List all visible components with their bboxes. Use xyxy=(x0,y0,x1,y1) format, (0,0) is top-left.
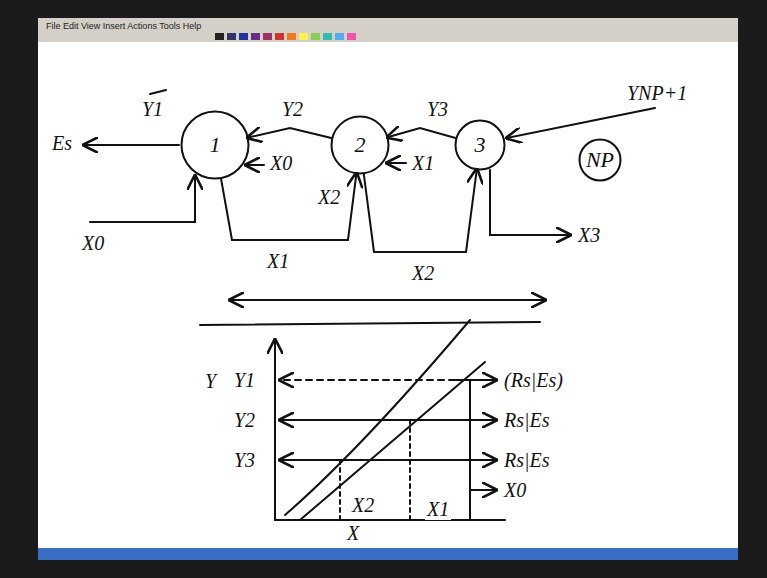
stream-label: Y2 xyxy=(280,98,305,120)
toolbar-swatches xyxy=(215,33,356,40)
flow-lines xyxy=(84,90,655,325)
stage-number: 1 xyxy=(210,133,221,157)
stream-line xyxy=(221,173,357,240)
variable-label: Rs|Es xyxy=(502,449,552,471)
variable-label: YNP+1 xyxy=(625,82,689,104)
stream-label: X2 xyxy=(410,262,436,284)
stage-circle: 2 xyxy=(330,115,390,175)
variable-label: Y2 xyxy=(232,409,257,431)
stage-number: 3 xyxy=(475,133,486,157)
variable-label: X0 xyxy=(502,479,528,501)
variable-label: Y1 xyxy=(232,369,257,391)
variable-label: X2 xyxy=(316,186,342,208)
stage-graph xyxy=(275,320,505,520)
menu-bar: File Edit View Insert Actions Tools Help xyxy=(44,21,203,32)
stage-circle: 3 xyxy=(454,119,506,171)
toolbar xyxy=(38,18,738,42)
variable-label: Y xyxy=(203,370,218,392)
variable-label: Es xyxy=(50,132,74,154)
stream-label: Y3 xyxy=(425,98,450,120)
stream-label: X1 xyxy=(265,250,291,272)
stage-number: NP xyxy=(586,148,614,172)
variable-label: Rs|Es xyxy=(502,409,552,431)
stage-circle: 1 xyxy=(180,110,250,180)
variable-label: X0 xyxy=(80,232,106,254)
variable-label: X xyxy=(345,522,361,544)
variable-label: (Rs|Es) xyxy=(502,369,565,391)
stage-circle: NP xyxy=(578,138,622,182)
status-bar xyxy=(38,548,738,560)
variable-label: X0 xyxy=(268,152,294,174)
stage-number: 2 xyxy=(355,133,366,157)
variable-label: Y3 xyxy=(232,449,257,471)
stream-line xyxy=(387,128,456,138)
canvas xyxy=(38,18,738,560)
stream-line xyxy=(248,128,333,138)
variable-label: X1 xyxy=(410,152,436,174)
variable-label: X3 xyxy=(576,224,602,246)
variable-label: X1 xyxy=(425,498,451,520)
variable-label: X2 xyxy=(350,494,376,516)
stream-line xyxy=(364,169,477,252)
variable-label: Y1 xyxy=(140,98,165,120)
